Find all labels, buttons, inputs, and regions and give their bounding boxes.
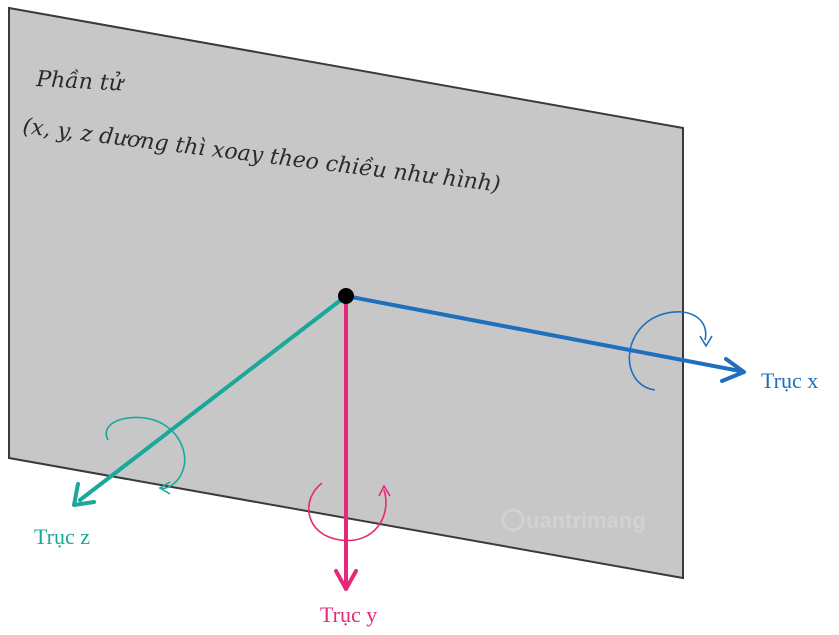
watermark-text: uantrimang [526,508,646,533]
watermark: uantrimang [501,508,646,533]
y-axis-arrowhead [334,569,358,591]
z-rotation-arrowhead [158,481,171,495]
x-axis-arrowhead [720,357,746,383]
x-rotation-arc-icon [628,311,707,391]
x-rotation-arrowhead [699,335,713,348]
z-axis-label: Trục z [34,524,90,549]
y-rotation-arrowhead [378,484,391,497]
plane-title: Phần tử [35,66,126,97]
y-rotation-arc-icon [307,482,387,542]
y-axis-label: Trục y [320,602,377,627]
z-axis-arrowhead [72,482,96,507]
x-axis-label: Trục x [761,368,818,393]
x-axis-arrow [344,294,742,373]
z-axis-arrow [78,294,348,502]
origin-point [338,288,354,304]
z-rotation-arc-icon [105,416,186,490]
watermark-logo-icon [501,508,525,532]
